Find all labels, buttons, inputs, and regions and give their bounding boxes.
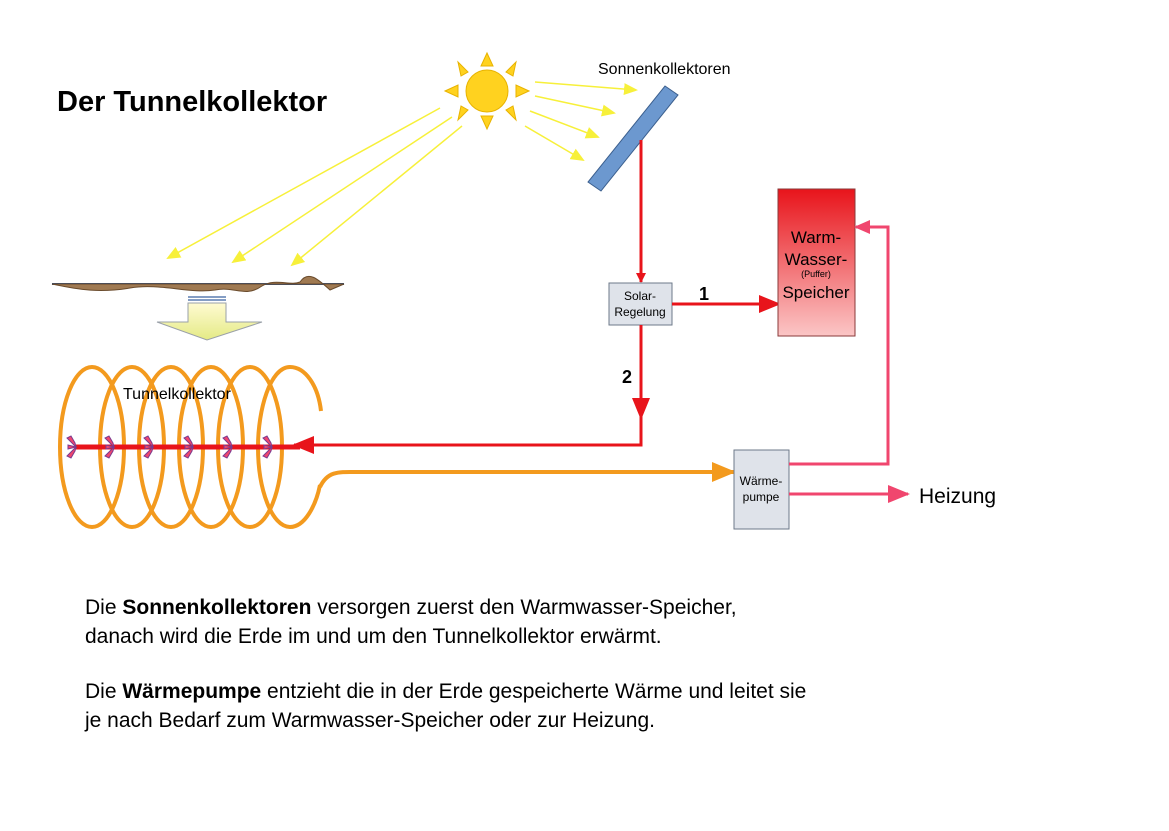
heatpump-label-1: Wärme- — [740, 474, 783, 488]
solar-control-box: Solar- Regelung — [608, 282, 673, 326]
tunnel-pipe — [67, 436, 300, 458]
warmwater-tank: Warm- Wasser- (Puffer) Speicher — [777, 188, 856, 337]
caption-1-bold: Sonnenkollektoren — [122, 596, 312, 619]
tank-label-3: Speicher — [782, 283, 849, 302]
heating-label: Heizung — [919, 485, 996, 508]
caption-paragraph-2: Die Wärmepumpe entzieht die in der Erde … — [85, 677, 806, 735]
caption-2-line2: je nach Bedarf zum Warmwasser-Speicher o… — [85, 709, 655, 732]
caption-2-prefix: Die — [85, 680, 123, 703]
ground-to-heatpump-line — [318, 462, 736, 488]
control-to-tunnel-line — [292, 418, 643, 454]
down-arrow-icon — [156, 302, 263, 341]
caption-2-bold: Wärmepumpe — [122, 680, 262, 703]
caption-1-prefix: Die — [85, 596, 123, 619]
path-2-label: 2 — [622, 367, 632, 387]
sun-rays-collector — [524, 81, 638, 162]
tunnel-label: Tunnelkollektor — [123, 386, 232, 403]
caption: Die Sonnenkollektoren versorgen zuerst d… — [85, 593, 806, 735]
caption-1-rest: versorgen zuerst den Warmwasser-Speicher… — [311, 596, 737, 619]
tank-label-small: (Puffer) — [801, 269, 831, 279]
heatpump-label-2: pumpe — [743, 490, 780, 504]
page-title: Der Tunnelkollektor — [57, 86, 328, 118]
caption-paragraph-1: Die Sonnenkollektoren versorgen zuerst d… — [85, 593, 806, 651]
tank-label-2: Wasser- — [785, 250, 848, 269]
sun-rays-ground — [166, 107, 463, 267]
heatpump-to-tank-line — [789, 220, 890, 466]
tank-label-1: Warm- — [791, 228, 841, 247]
caption-2-rest: entzieht die in der Erde gespeicherte Wä… — [261, 680, 807, 703]
sun-icon — [443, 51, 531, 131]
heatpump-box: Wärme- pumpe — [733, 449, 790, 530]
path-1-label: 1 — [699, 284, 709, 304]
solar-control-label-1: Solar- — [624, 289, 656, 303]
ground-surface-icon — [51, 275, 345, 301]
solar-control-label-2: Regelung — [614, 305, 665, 319]
collectors-label: Sonnenkollektoren — [598, 61, 731, 78]
caption-1-line2: danach wird die Erde im und um den Tunne… — [85, 625, 662, 648]
solar-panel-icon — [587, 85, 679, 192]
